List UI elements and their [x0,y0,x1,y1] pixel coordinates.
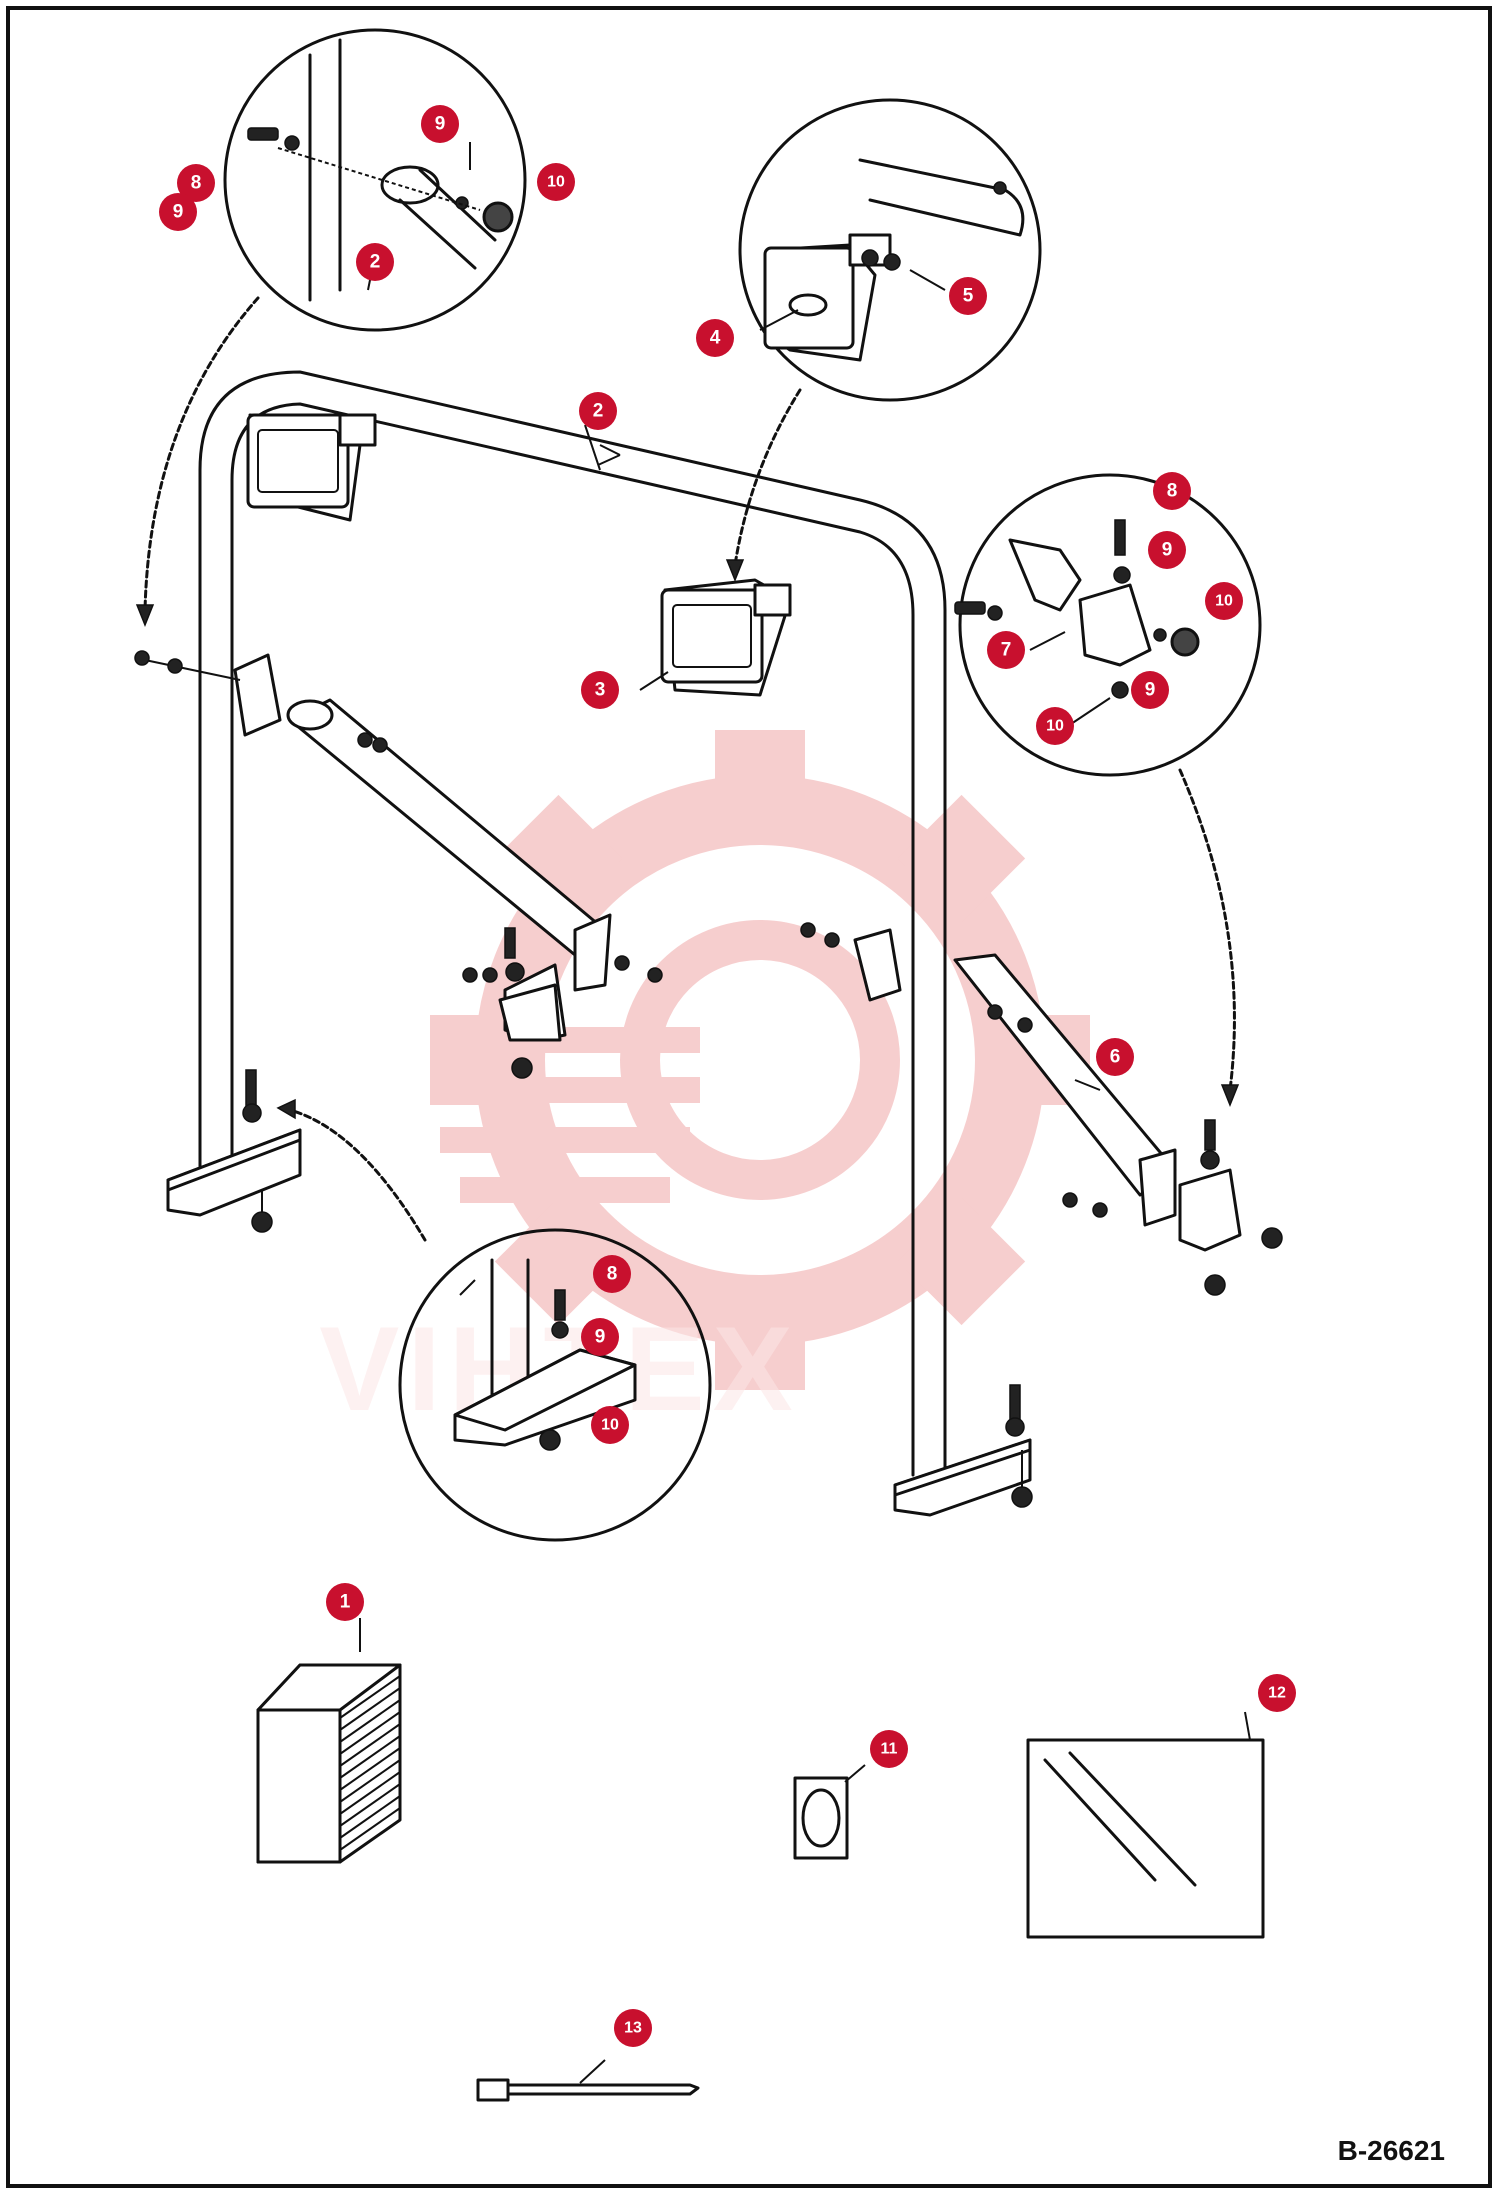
svg-text:9: 9 [435,114,446,135]
callout-9-top-left-a[interactable]: 9 [421,105,459,143]
part-12-panel [1026,1738,1265,1939]
right-brace [800,922,1283,1296]
callout-10-right-a[interactable]: 10 [1205,582,1243,620]
callout-8-top-left[interactable]: 8 [177,164,215,202]
svg-text:2: 2 [370,252,381,273]
svg-text:12: 12 [1268,1685,1286,1702]
callout-5[interactable]: 5 [949,277,987,315]
svg-text:10: 10 [601,1417,619,1434]
callout-2-detail[interactable]: 2 [356,243,394,281]
callout-badges: 1 2 2 3 4 5 6 7 8 8 8 9 9 9 9 9 10 10 10… [159,105,1296,2047]
callout-8-bottom[interactable]: 8 [593,1255,631,1293]
svg-text:8: 8 [191,173,202,194]
callout-7[interactable]: 7 [987,631,1025,669]
svg-text:8: 8 [607,1264,618,1285]
work-light-middle [660,578,792,697]
callout-13[interactable]: 13 [614,2009,652,2047]
svg-text:3: 3 [595,680,606,701]
callout-3[interactable]: 3 [581,671,619,709]
detail-circle-top-left [223,28,527,332]
callout-1[interactable]: 1 [326,1583,364,1621]
callout-9-right-a[interactable]: 9 [1148,531,1186,569]
svg-text:5: 5 [963,286,974,307]
svg-text:10: 10 [1215,593,1233,610]
light-bar-frame [166,370,1033,1517]
svg-text:9: 9 [1145,680,1156,701]
svg-text:9: 9 [1162,540,1173,561]
callout-10-right-b[interactable]: 10 [1036,707,1074,745]
callout-2-frame[interactable]: 2 [579,392,617,430]
callout-11[interactable]: 11 [870,1730,908,1768]
svg-text:13: 13 [624,2020,642,2037]
svg-text:9: 9 [595,1327,606,1348]
detail-circle-bottom [398,1228,712,1542]
callout-4[interactable]: 4 [696,319,734,357]
part-13-cable-tie [476,2078,700,2102]
svg-text:2: 2 [593,401,604,422]
work-light-left [246,413,377,522]
svg-text:7: 7 [1001,640,1012,661]
part-1-kit-box [256,1663,402,1864]
callout-9-right-b[interactable]: 9 [1131,671,1169,709]
callout-9-top-left-b[interactable]: 9 [159,193,197,231]
callout-8-right[interactable]: 8 [1153,472,1191,510]
svg-text:8: 8 [1167,481,1178,502]
callout-10-bottom[interactable]: 10 [591,1406,629,1444]
diagram-border [6,6,1492,2188]
detail-circle-top-middle [738,98,1042,402]
callout-12[interactable]: 12 [1258,1674,1296,1712]
callout-9-bottom[interactable]: 9 [581,1318,619,1356]
svg-text:4: 4 [710,328,721,349]
svg-text:1: 1 [340,1592,351,1613]
svg-text:6: 6 [1110,1047,1121,1068]
callout-10-top-left[interactable]: 10 [537,163,575,201]
reference-code: B-26621 [1338,2135,1445,2166]
svg-text:10: 10 [1046,718,1064,735]
svg-text:9: 9 [173,202,184,223]
part-11-decal [793,1776,849,1860]
svg-text:10: 10 [547,174,565,191]
detail-circle-right [954,473,1262,777]
svg-text:11: 11 [881,1741,898,1758]
callout-6[interactable]: 6 [1096,1038,1134,1076]
left-brace [134,650,663,1079]
